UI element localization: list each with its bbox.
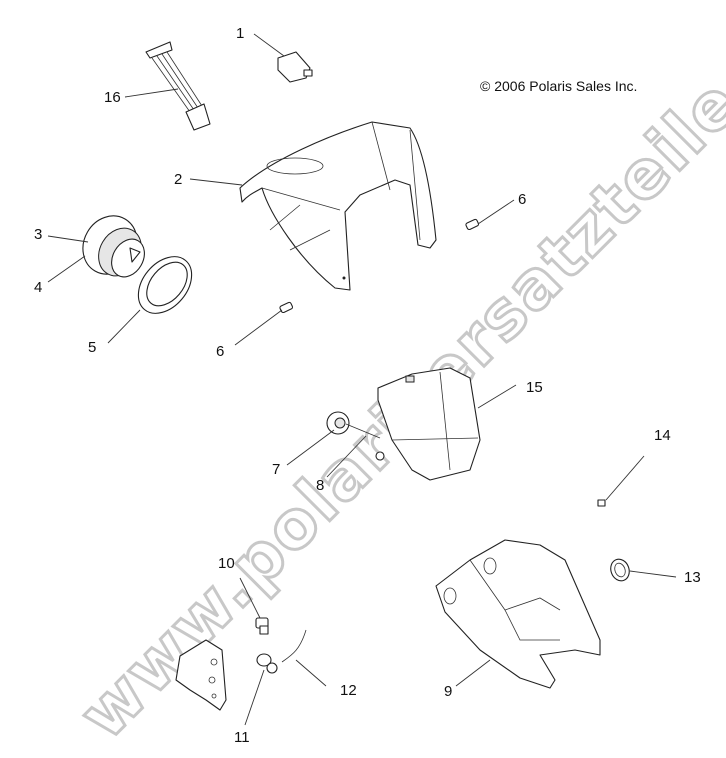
callout-15: 15 <box>526 379 543 396</box>
part-8-adjuster-rod[interactable] <box>345 423 385 461</box>
part-7-adjuster-knob[interactable] <box>326 411 350 435</box>
copyright-notice: © 2006 Polaris Sales Inc. <box>480 78 638 94</box>
callout-16: 16 <box>104 89 121 106</box>
part-9-lower-pod-housing[interactable] <box>435 539 601 689</box>
part-1-switch[interactable] <box>277 51 313 83</box>
callout-14: 14 <box>654 427 671 444</box>
part-10-bolt[interactable] <box>255 617 269 635</box>
part-3-4-gauge[interactable] <box>72 206 151 284</box>
callout-5: 5 <box>88 339 97 356</box>
callout-6-lower: 6 <box>216 343 225 360</box>
callout-11: 11 <box>234 729 250 746</box>
callout-13: 13 <box>684 569 701 586</box>
part-5-seal-ring[interactable] <box>128 246 203 323</box>
part-16-wire-harness[interactable] <box>145 41 211 131</box>
callout-4: 4 <box>34 279 43 296</box>
callout-12: 12 <box>340 682 357 699</box>
part-6-screw-lower[interactable] <box>279 301 294 314</box>
callout-6-upper: 6 <box>518 191 527 208</box>
callout-9: 9 <box>444 683 453 700</box>
part-14-clip-nut[interactable] <box>597 499 606 507</box>
callout-1: 1 <box>236 25 245 42</box>
part-11-bulb-socket[interactable] <box>256 653 278 674</box>
part-2-upper-pod-cover[interactable] <box>239 121 437 291</box>
callout-3: 3 <box>34 226 43 243</box>
callout-2: 2 <box>174 171 183 188</box>
headlight-bracket[interactable] <box>175 639 227 711</box>
part-12-wire-lead[interactable] <box>281 629 307 663</box>
callout-7: 7 <box>272 461 281 478</box>
part-13-grommet[interactable] <box>608 557 632 584</box>
part-15-headlight[interactable] <box>377 367 481 481</box>
part-6-screw-upper[interactable] <box>465 218 480 231</box>
callout-8: 8 <box>316 477 325 494</box>
callout-10: 10 <box>218 555 235 572</box>
leader-lines <box>47 33 677 726</box>
